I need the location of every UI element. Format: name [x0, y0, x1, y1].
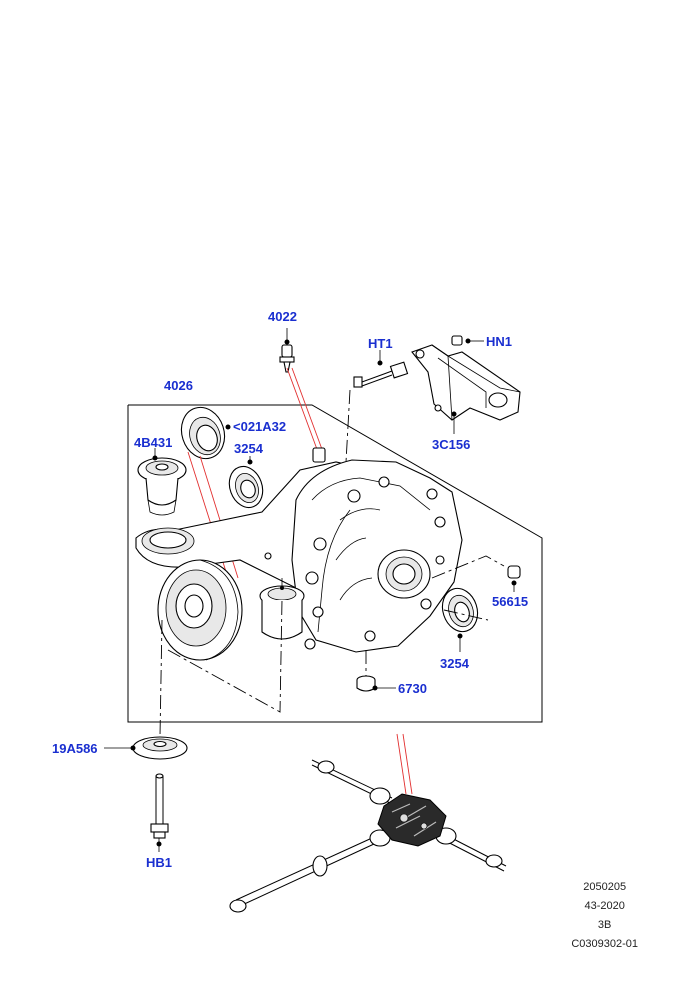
dash-mount: [167, 599, 283, 713]
callout-56615: 56615: [492, 594, 528, 609]
leader-red-4022: [286, 367, 319, 453]
control-module-3c156: [411, 344, 521, 434]
callout-6730: 6730: [398, 681, 427, 696]
seal-3254-lower: [441, 587, 479, 652]
callout-hb1: HB1: [146, 855, 172, 870]
bolt-ht1: [353, 350, 409, 388]
reference-codes: 2050205 43-2020 3B C0309302-01: [571, 878, 638, 954]
seal-021a32: [180, 406, 231, 460]
ref-line-1: 2050205: [583, 881, 627, 893]
leader-red-4022b: [291, 367, 324, 453]
dash-19a586: [159, 619, 163, 737]
bush-4b431: [137, 448, 187, 516]
callout-labels: 4022 HT1 HN1 4026 <021A32 4B431 3254 3C1…: [52, 309, 528, 870]
plug-56615: [507, 565, 521, 592]
dash-plug: [431, 555, 505, 579]
ref-line-2: 43-2020: [584, 900, 625, 912]
callout-3254-lower: 3254: [440, 656, 470, 671]
callout-3c156: 3C156: [432, 437, 470, 452]
breather-vent: [279, 328, 295, 373]
callout-hn1: HN1: [486, 334, 512, 349]
assembly-outline: [127, 404, 543, 723]
callout-3254-upper: 3254: [234, 441, 264, 456]
nut-hn1: [451, 335, 484, 346]
seal-3254-upper: [228, 456, 264, 509]
differential-housing: [135, 447, 463, 661]
ref-line-4: C0309302-01: [571, 938, 638, 950]
callout-ht1: HT1: [368, 336, 393, 351]
callout-021a32: <021A32: [233, 419, 286, 434]
callout-4026: 4026: [164, 378, 193, 393]
plug-6730: [356, 675, 396, 692]
dash-ht1: [345, 389, 351, 463]
mount-washer-19a586: [104, 736, 188, 760]
dash-seal-lower: [443, 609, 489, 621]
callout-4022: 4022: [268, 309, 297, 324]
bolt-hb1: [150, 773, 169, 852]
callout-4b431: 4B431: [134, 435, 172, 450]
vehicle-location-inset: [229, 733, 507, 913]
ref-line-3: 3B: [597, 919, 612, 931]
callout-19a586: 19A586: [52, 741, 98, 756]
